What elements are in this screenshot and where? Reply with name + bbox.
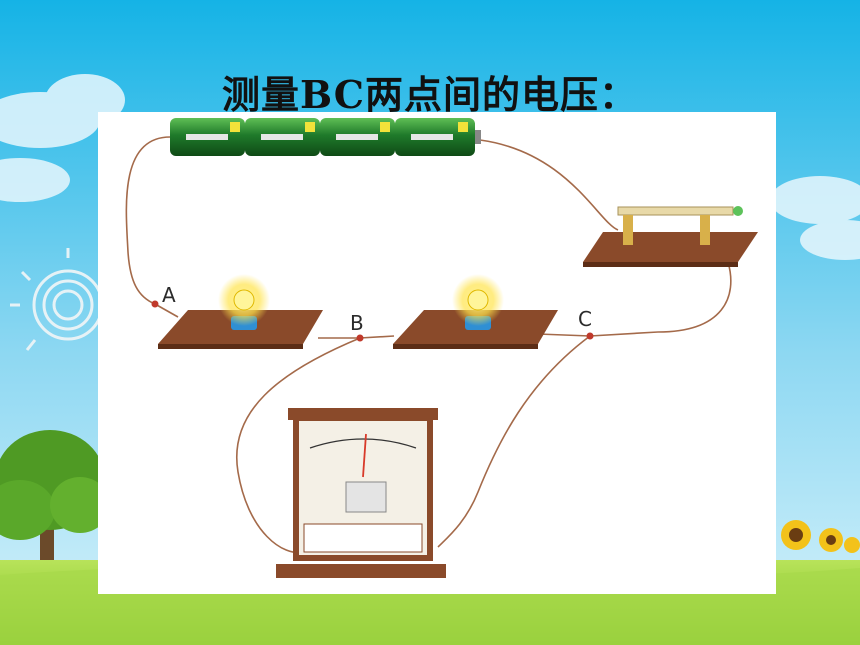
bulb-icon bbox=[467, 289, 489, 311]
wire-lamp2-to-c bbox=[537, 333, 591, 337]
wire-battery-to-switch bbox=[479, 139, 619, 231]
bulb-board-1 bbox=[158, 274, 323, 349]
point-b-label: B bbox=[350, 311, 364, 335]
point-c-label: C bbox=[578, 307, 592, 331]
wire-switch-to-c bbox=[589, 261, 732, 337]
terminal-points bbox=[151, 300, 594, 342]
wire-b-to-lamp2 bbox=[359, 335, 395, 339]
point-b-dot bbox=[356, 334, 364, 342]
point-a-dot bbox=[151, 300, 159, 308]
battery-pack bbox=[170, 118, 481, 156]
switch bbox=[583, 206, 758, 267]
wire-a-to-lamp1 bbox=[154, 303, 179, 318]
wire-b-to-voltmeter bbox=[235, 337, 361, 554]
bulb-board-2 bbox=[393, 274, 558, 349]
cloud-right bbox=[770, 176, 860, 260]
wire-battery-to-a bbox=[125, 136, 171, 305]
wire-c-to-voltmeter bbox=[437, 335, 591, 548]
wires bbox=[125, 136, 732, 554]
slide-title: 测量BC两点间的电压： bbox=[221, 72, 639, 117]
point-c-dot bbox=[586, 332, 594, 340]
bulb-icon bbox=[233, 289, 255, 311]
circuit-diagram: A B C bbox=[125, 118, 758, 578]
sunflowers bbox=[781, 520, 860, 553]
point-a-label: A bbox=[162, 283, 176, 307]
circuit-panel: A B C bbox=[98, 112, 776, 594]
voltmeter bbox=[276, 408, 446, 578]
